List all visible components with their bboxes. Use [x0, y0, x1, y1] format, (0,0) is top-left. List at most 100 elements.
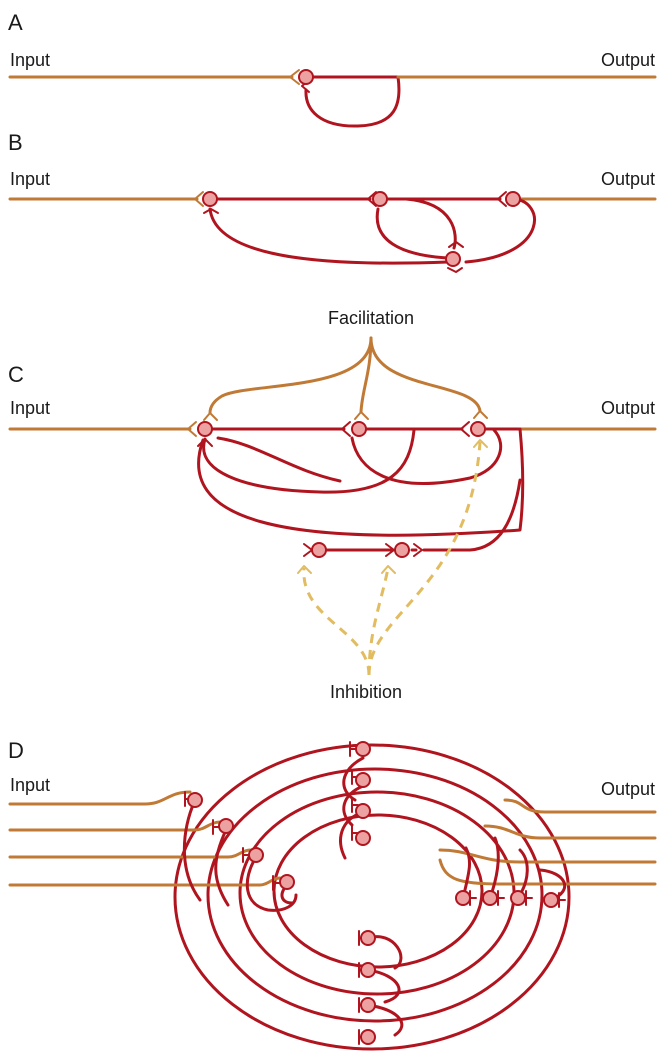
panel-c-facilitation-synapse-1	[203, 412, 218, 421]
panel-d-output-fiber-3	[438, 848, 657, 864]
panel-c-lower-return	[422, 478, 522, 552]
panel-d-neuron-right-4	[543, 892, 559, 908]
panel-d-bridge-14	[366, 1003, 404, 1037]
panel-d-input-fiber-3	[8, 848, 252, 859]
panel-c-inhibition-synapse-2	[381, 565, 396, 574]
panel-c-collateral-4	[350, 428, 503, 485]
panel-c-facilitation-fiber-3	[369, 336, 482, 413]
panel-d-synapse-right-4	[558, 892, 566, 908]
panel-c-inhibition-fiber-1	[302, 567, 371, 676]
panel-c-collateral-1	[202, 428, 416, 494]
panel-b-input-label: Input	[10, 169, 50, 189]
panel-a-recurrent-loop	[304, 75, 401, 128]
panel-c-facilitation-synapse-3	[473, 410, 488, 419]
panel-c: Facilitation C Input Output	[8, 308, 657, 702]
panel-d-output-label: Output	[601, 779, 655, 799]
panel-c-neuron-2	[351, 421, 367, 437]
panel-d-neuron-top-4	[355, 830, 371, 846]
panel-a-output-label: Output	[601, 50, 655, 70]
panel-c-synapse-2	[341, 421, 351, 437]
panel-d-letter: D	[8, 738, 24, 763]
panel-d-neuron-left-4	[279, 874, 295, 890]
panel-b-letter: B	[8, 130, 23, 155]
panel-b-neuron-3	[505, 191, 521, 207]
panel-d: D Input Output	[8, 738, 657, 1051]
panel-b-synapse-6	[203, 208, 219, 214]
panel-d-synapse-right-2	[497, 890, 505, 906]
panel-d-output-fiber-2	[483, 824, 657, 840]
panel-c-facilitation-synapse-2	[354, 411, 369, 420]
panel-c-lower-synapse-1	[303, 543, 313, 557]
panel-b-synapse-3	[497, 191, 507, 207]
panel-a-neuron	[298, 69, 314, 85]
panel-d-output-fiber-4	[438, 858, 657, 886]
panel-d-input-fiber-4	[8, 876, 282, 887]
panel-b-collateral-1	[208, 207, 450, 265]
panel-d-synapse-top-3	[351, 797, 359, 813]
panel-c-facilitation-label: Facilitation	[328, 308, 414, 328]
panel-b-output-label: Output	[601, 169, 655, 189]
panel-d-neuron-right-2	[482, 890, 498, 906]
panel-c-collateral-2	[197, 427, 525, 537]
panel-d-neuron-right-3	[510, 890, 526, 906]
panel-c-neuron-5	[394, 542, 410, 558]
panel-d-loop-2	[206, 767, 544, 1023]
panel-d-neuron-top-3	[355, 803, 371, 819]
panel-d-neuron-bottom-4	[360, 1029, 376, 1045]
panel-d-input-fiber-2	[8, 820, 222, 832]
panel-b-synapse-4	[448, 241, 464, 248]
panel-a-input-label: Input	[10, 50, 50, 70]
panel-c-output-label: Output	[601, 398, 655, 418]
panel-b-neuron-1	[202, 191, 218, 207]
panel-d-bridge-2	[214, 828, 230, 907]
panel-c-input-synapse	[187, 421, 197, 437]
panel-d-neuron-right-1	[455, 890, 471, 906]
panel-c-inhibition-synapse-3	[473, 439, 488, 448]
panel-d-neuron-top-1	[355, 741, 371, 757]
panel-d-output-fiber-1	[503, 798, 657, 814]
panel-d-loop-1	[173, 743, 571, 1051]
panel-c-inhibition-fiber-3	[367, 441, 482, 676]
panel-b-synapse-1	[194, 191, 204, 207]
panel-b-synapse-2	[367, 191, 377, 207]
panel-c-neuron-4	[311, 542, 327, 558]
panel-d-input-label: Input	[10, 775, 50, 795]
panel-d-bridge-9	[488, 836, 500, 900]
panel-c-inhibition-synapse-1	[297, 565, 312, 574]
panel-d-neuron-left-2	[218, 818, 234, 834]
panel-b-neuron-4	[445, 251, 461, 267]
panel-d-bridge-1	[182, 798, 202, 902]
panel-c-input-label: Input	[10, 398, 50, 418]
panel-b-synapse-5	[447, 267, 463, 273]
panel-d-bridge-5	[342, 756, 365, 802]
panel-b: B Input Output	[8, 130, 657, 273]
panel-c-neuron-3	[470, 421, 486, 437]
panel-a-synapse	[289, 69, 300, 85]
panel-c-synapse-3	[460, 421, 470, 437]
panel-c-lower-synapse-3	[413, 543, 423, 557]
panel-d-synapse-left-2	[212, 819, 220, 835]
panel-b-collateral-4	[464, 197, 536, 264]
panel-d-synapse-left-4	[272, 875, 280, 891]
panel-c-neuron-1	[197, 421, 213, 437]
panel-a: A Input Output	[8, 10, 657, 128]
panel-d-neuron-bottom-1	[360, 930, 376, 946]
panel-c-facilitation-fiber-2	[359, 336, 373, 414]
panel-c-facilitation-fiber-1	[208, 336, 373, 415]
panel-d-synapse-right-3	[525, 890, 533, 906]
panel-d-neuron-bottom-3	[360, 997, 376, 1013]
panel-d-neuron-left-1	[187, 792, 203, 808]
panel-a-letter: A	[8, 10, 23, 35]
panel-d-neuron-top-2	[355, 772, 371, 788]
panel-c-collateral-synapse	[197, 438, 213, 447]
panel-b-neuron-2	[372, 191, 388, 207]
panel-c-inhibition-label: Inhibition	[330, 682, 402, 702]
panel-d-input-fiber-1	[8, 790, 192, 806]
panel-c-collateral-3	[216, 436, 342, 483]
panel-b-collateral-2	[375, 207, 449, 260]
panel-d-bridge-13	[366, 968, 401, 1004]
panel-b-collateral-3	[404, 197, 457, 250]
panel-d-neuron-bottom-2	[360, 962, 376, 978]
panel-c-inhibition-fiber-2	[367, 567, 390, 676]
